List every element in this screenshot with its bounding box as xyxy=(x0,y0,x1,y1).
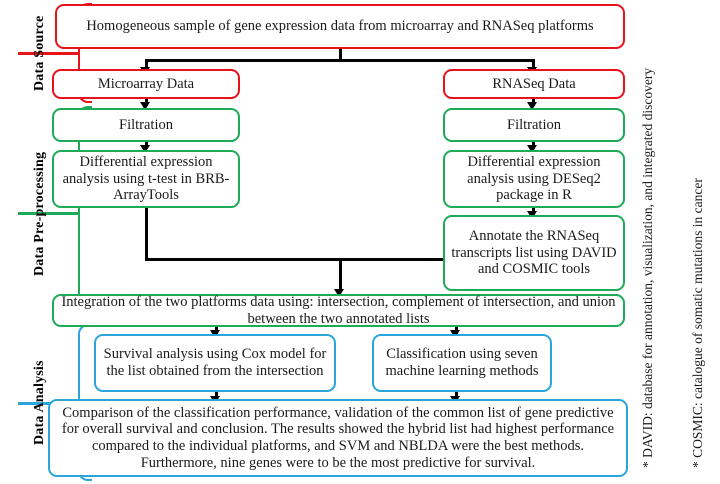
node-filtration-rnaseq[interactable]: Filtration xyxy=(443,108,625,142)
node-survival-analysis[interactable]: Survival analysis using Cox model for th… xyxy=(94,334,336,392)
arrowhead-merge-to-integration xyxy=(334,289,344,297)
node-integration-label: Integration of the two platforms data us… xyxy=(61,293,616,327)
connector-source-stem xyxy=(339,47,342,61)
node-data-source-label: Homogeneous sample of gene expression da… xyxy=(86,18,594,35)
category-label-data-preprocessing: Data Pre-processing xyxy=(32,151,47,276)
node-rnaseq-data-label: RNASeq Data xyxy=(492,75,576,92)
node-differential-expression-microarray-label: Differential expression analysis using t… xyxy=(62,154,230,204)
bracket-stem-data-preprocessing xyxy=(18,212,80,215)
node-microarray-data-label: Microarray Data xyxy=(97,75,195,92)
node-classification[interactable]: Classification using seven machine learn… xyxy=(372,334,552,392)
node-data-source[interactable]: Homogeneous sample of gene expression da… xyxy=(55,4,625,49)
connector-merge-to-integration xyxy=(339,258,342,292)
category-label-data-analysis: Data Analysis xyxy=(32,360,47,445)
node-classification-label: Classification using seven machine learn… xyxy=(385,346,539,379)
node-differential-expression-microarray[interactable]: Differential expression analysis using t… xyxy=(52,150,240,208)
node-filtration-microarray[interactable]: Filtration xyxy=(52,108,240,142)
connector-source-to-microarray xyxy=(145,59,148,71)
connector-source-split-bar xyxy=(146,59,533,62)
node-rnaseq-data[interactable]: RNASeq Data xyxy=(443,69,625,99)
arrowhead-filtration-to-de-left xyxy=(140,145,150,153)
node-filtration-microarray-label: Filtration xyxy=(119,116,173,133)
node-annotate-transcripts-label: Annotate the RNASeq transcripts list usi… xyxy=(451,228,617,278)
arrowhead-filtration-to-de-right xyxy=(527,145,537,153)
category-label-data-source: Data Source xyxy=(32,15,47,91)
node-comparison-conclusion[interactable]: Comparison of the classification perform… xyxy=(48,399,628,477)
connector-source-to-rnaseq xyxy=(532,59,535,71)
footnote-david: * DAVID: database for annotation, visual… xyxy=(640,67,655,468)
node-integration[interactable]: Integration of the two platforms data us… xyxy=(52,294,625,327)
node-differential-expression-rnaseq-label: Differential expression analysis using D… xyxy=(467,154,601,204)
node-microarray-data[interactable]: Microarray Data xyxy=(52,69,240,99)
arrowhead-microarray-to-filtration xyxy=(140,102,150,110)
connector-de-left-down xyxy=(145,207,148,260)
arrowhead-rnaseq-to-filtration xyxy=(527,102,537,110)
footnote-cosmic: * COSMIC: catalogue of somatic mutations… xyxy=(690,178,705,468)
node-filtration-rnaseq-label: Filtration xyxy=(507,116,561,133)
node-comparison-conclusion-label: Comparison of the classification perform… xyxy=(61,404,615,471)
node-differential-expression-rnaseq[interactable]: Differential expression analysis using D… xyxy=(443,150,625,208)
node-survival-analysis-label: Survival analysis using Cox model for th… xyxy=(103,346,327,379)
bracket-stem-data-source xyxy=(18,52,80,55)
connector-merge-bar xyxy=(145,258,443,261)
node-annotate-transcripts[interactable]: Annotate the RNASeq transcripts list usi… xyxy=(443,215,625,291)
